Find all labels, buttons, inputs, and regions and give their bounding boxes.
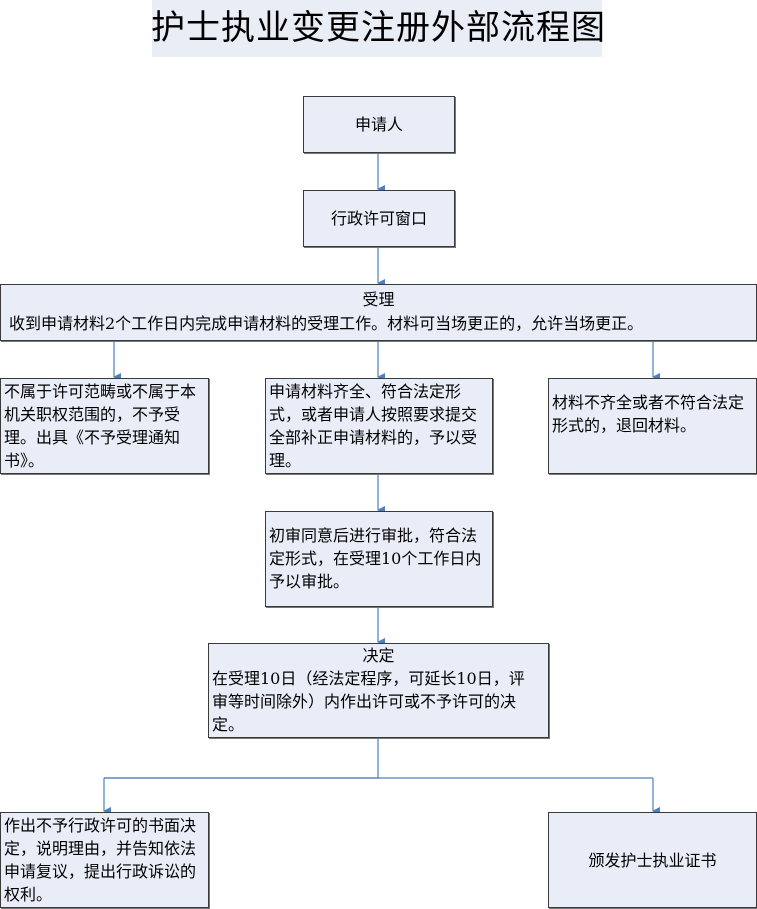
node-accept-text: 申请材料齐全、符合法定形式，或者申请人按照要求提交全部补正申请材料的，予以受理。 <box>269 382 478 470</box>
branch-line <box>104 737 379 779</box>
acceptance-heading: 受理 <box>362 290 395 309</box>
node-reject-text: 不属于许可范畴或不属于本机关职权范围的，不予受理。出具《不予受理通知书》。 <box>4 382 197 470</box>
node-issue: 颁发护士执业证书 <box>548 812 757 908</box>
decision-heading: 决定 <box>362 646 395 665</box>
decision-text: 在受理10日（经法定程序，可延长10日，评审等时间除外）内作出许可或不予许可的决… <box>212 669 525 734</box>
node-review: 初审同意后进行审批，符合法定形式，在受理10个工作日内予以审批。 <box>265 511 493 607</box>
node-reject: 不属于许可范畴或不属于本机关职权范围的，不予受理。出具《不予受理通知书》。 <box>0 378 209 474</box>
node-deny-text: 作出不予行政许可的书面决定，说明理由，并告知依法申请复议，提出行政诉讼的权利。 <box>4 816 197 904</box>
acceptance-text: 收到申请材料2个工作日内完成申请材料的受理工作。材料可当场更正的，允许当场更正。 <box>9 314 644 333</box>
node-review-text: 初审同意后进行审批，符合法定形式，在受理10个工作日内予以审批。 <box>269 526 482 591</box>
title-background <box>152 0 602 57</box>
node-window-label: 行政许可窗口 <box>330 209 427 228</box>
node-applicant: 申请人 <box>303 96 455 153</box>
page-title: 护士执业变更注册外部流程图 <box>151 8 606 48</box>
node-window: 行政许可窗口 <box>303 190 455 247</box>
node-deny: 作出不予行政许可的书面决定，说明理由，并告知依法申请复议，提出行政诉讼的权利。 <box>0 812 209 908</box>
node-issue-text: 颁发护士执业证书 <box>588 850 717 870</box>
node-decision: 决定 在受理10日（经法定程序，可延长10日，评审等时间除外）内作出许可或不予许… <box>208 643 549 738</box>
node-acceptance: 受理 收到申请材料2个工作日内完成申请材料的受理工作。材料可当场更正的，允许当场… <box>0 284 757 341</box>
node-applicant-label: 申请人 <box>354 115 403 134</box>
node-return: 材料不齐全或者不符合法定形式的，退回材料。 <box>548 378 757 474</box>
node-accept: 申请材料齐全、符合法定形式，或者申请人按照要求提交全部补正申请材料的，予以受理。 <box>265 378 493 474</box>
node-return-text: 材料不齐全或者不符合法定形式的，退回材料。 <box>552 393 745 435</box>
